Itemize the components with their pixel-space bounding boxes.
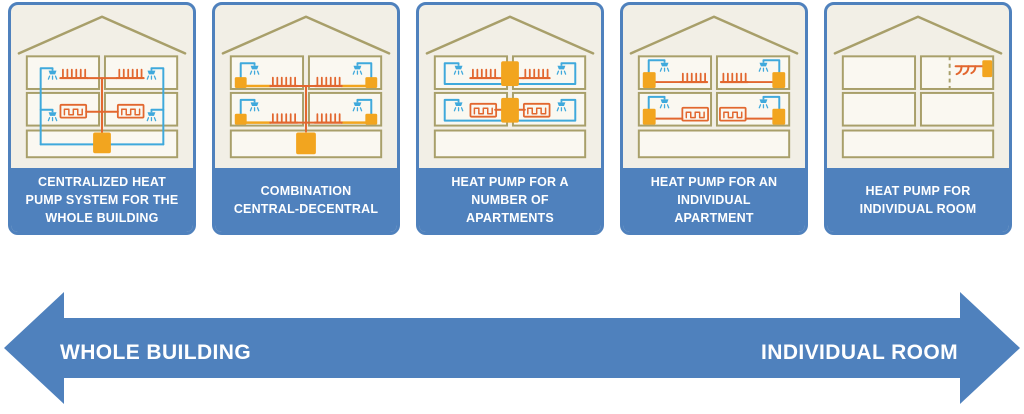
card-centralized-heat-pump: CENTRALIZED HEAT PUMP SYSTEM FOR THE WHO… — [8, 2, 196, 235]
card-label-band: CENTRALIZED HEAT PUMP SYSTEM FOR THE WHO… — [11, 168, 193, 232]
house-diagram-centralized — [11, 5, 193, 168]
house-diagram-per-apartment — [623, 5, 805, 168]
water-pipe — [517, 98, 577, 122]
card-label: COMBINATION CENTRAL-DECENTRAL — [233, 184, 379, 216]
water-pipe — [39, 67, 54, 146]
room — [25, 55, 101, 90]
card-combination-central-decentral: COMBINATION CENTRAL-DECENTRAL — [212, 2, 400, 235]
roof-outline — [833, 15, 1003, 55]
card-label: CENTRALIZED HEAT PUMP SYSTEM FOR THE WHO… — [25, 175, 179, 225]
card-label-band: HEAT PUMP FOR AN INDIVIDUAL APARTMENT — [623, 168, 805, 232]
card-label-band: COMBINATION CENTRAL-DECENTRAL — [215, 168, 397, 232]
heat-pump-icon — [772, 108, 786, 125]
roof-outline — [221, 15, 391, 55]
room — [103, 91, 179, 127]
water-pipe — [150, 67, 165, 146]
water-pipe — [517, 62, 577, 86]
room — [841, 91, 917, 127]
card-label: HEAT PUMP FOR INDIVIDUAL ROOM — [859, 184, 977, 216]
water-pipe — [239, 98, 256, 115]
axis-label-whole-building: WHOLE BUILDING — [60, 341, 252, 364]
card-label: HEAT PUMP FOR AN INDIVIDUAL APARTMENT — [650, 175, 778, 225]
house-diagram-combination — [215, 5, 397, 168]
spectrum-arrow — [4, 292, 1020, 404]
hot-water-pipe — [245, 84, 367, 124]
heat-pump-icon — [296, 132, 316, 155]
water-pipe — [647, 95, 666, 110]
water-pipe — [443, 98, 503, 122]
card-label-band: HEAT PUMP FOR INDIVIDUAL ROOM — [827, 168, 1009, 232]
house-diagram-per-floor — [419, 5, 601, 168]
room — [25, 91, 101, 127]
heat-pump-icon — [365, 77, 378, 88]
double-arrow-shape — [4, 292, 1020, 404]
house-diagram-per-room — [827, 5, 1009, 168]
basement — [841, 129, 995, 159]
heat-pump-icon — [501, 61, 519, 87]
card-heat-pump-individual-room: HEAT PUMP FOR INDIVIDUAL ROOM — [824, 2, 1012, 235]
card-heat-pump-individual-apartment: HEAT PUMP FOR AN INDIVIDUAL APARTMENT — [620, 2, 808, 235]
card-label-band: HEAT PUMP FOR A NUMBER OF APARTMENTS — [419, 168, 601, 232]
heat-pump-icon — [501, 97, 519, 123]
heat-pump-icon — [642, 108, 656, 125]
heat-pump-icon — [982, 60, 993, 78]
water-pipe — [356, 62, 373, 79]
air-flow-icon — [955, 65, 977, 76]
room — [919, 55, 995, 90]
roof-outline — [629, 15, 799, 55]
water-pipe — [239, 62, 256, 79]
card-heat-pump-number-of-apartments: HEAT PUMP FOR A NUMBER OF APARTMENTS — [416, 2, 604, 235]
heat-pump-icon — [642, 72, 656, 88]
water-pipe — [443, 62, 503, 86]
heat-pump-icon — [365, 113, 378, 125]
basement — [637, 129, 791, 159]
room — [919, 91, 995, 127]
configuration-cards-row: CENTRALIZED HEAT PUMP SYSTEM FOR THE WHO… — [8, 2, 1012, 235]
room — [841, 55, 917, 90]
heat-pump-icon — [93, 132, 111, 154]
axis-label-individual-room: INDIVIDUAL ROOM — [761, 341, 958, 364]
basement — [433, 129, 587, 159]
water-pipe — [762, 59, 781, 74]
heat-pump-icon — [234, 77, 247, 88]
heat-pump-icon — [234, 113, 247, 125]
heating-pipe — [654, 81, 774, 120]
card-label: HEAT PUMP FOR A NUMBER OF APARTMENTS — [451, 175, 569, 225]
water-pipe — [647, 59, 666, 74]
water-pipe — [356, 98, 373, 115]
heating-pipe — [494, 77, 526, 111]
roof-outline — [17, 15, 187, 55]
water-pipe — [762, 95, 781, 110]
heat-pump-icon — [772, 72, 786, 88]
roof-outline — [425, 15, 595, 55]
